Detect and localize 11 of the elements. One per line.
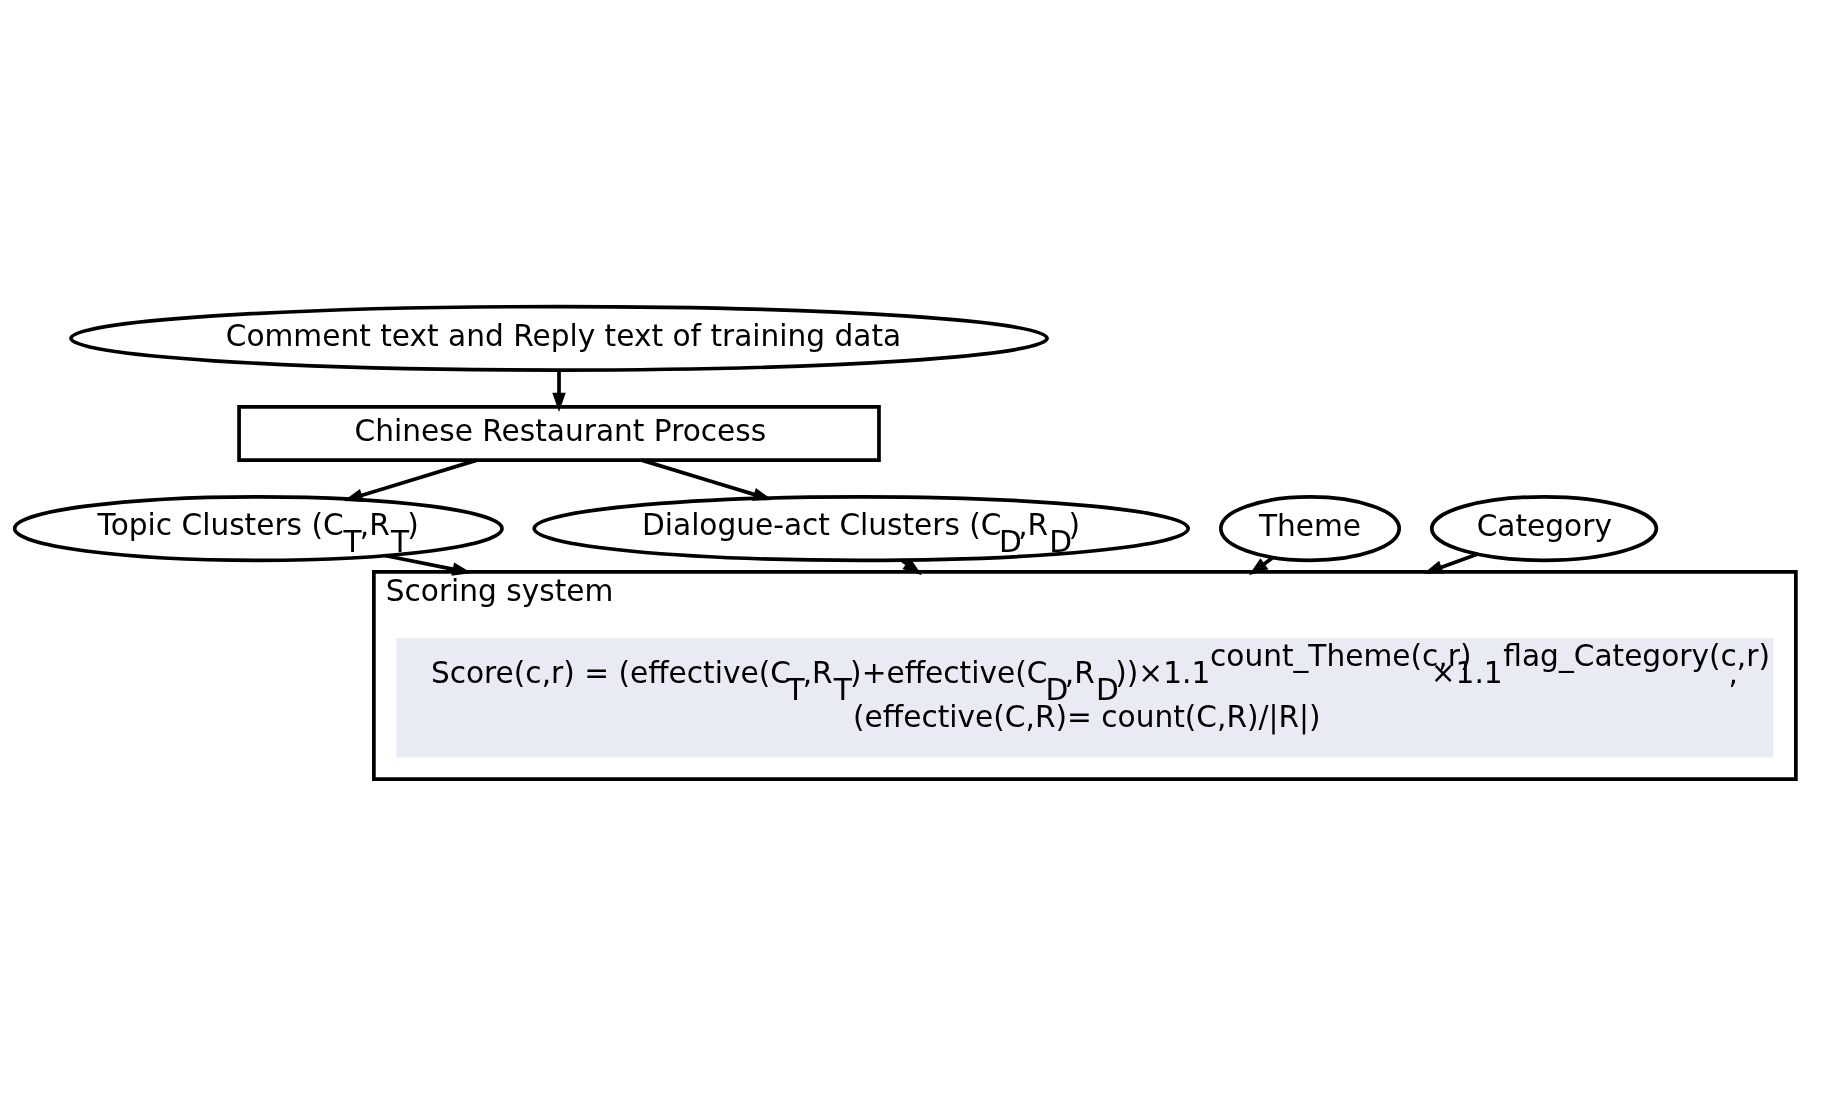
node-box: Chinese Restaurant Process (237, 404, 881, 462)
node-ellipse: Category (1429, 494, 1659, 562)
arrow (343, 457, 478, 502)
arrow (552, 369, 566, 412)
node-ellipse: Theme (1219, 494, 1402, 562)
arrow (641, 457, 773, 501)
node-ellipse: Comment text and Reply text of training data (69, 304, 1049, 372)
arrow (900, 557, 922, 575)
arrow (1248, 555, 1274, 575)
arrow (384, 553, 472, 576)
arrow (1423, 551, 1479, 574)
